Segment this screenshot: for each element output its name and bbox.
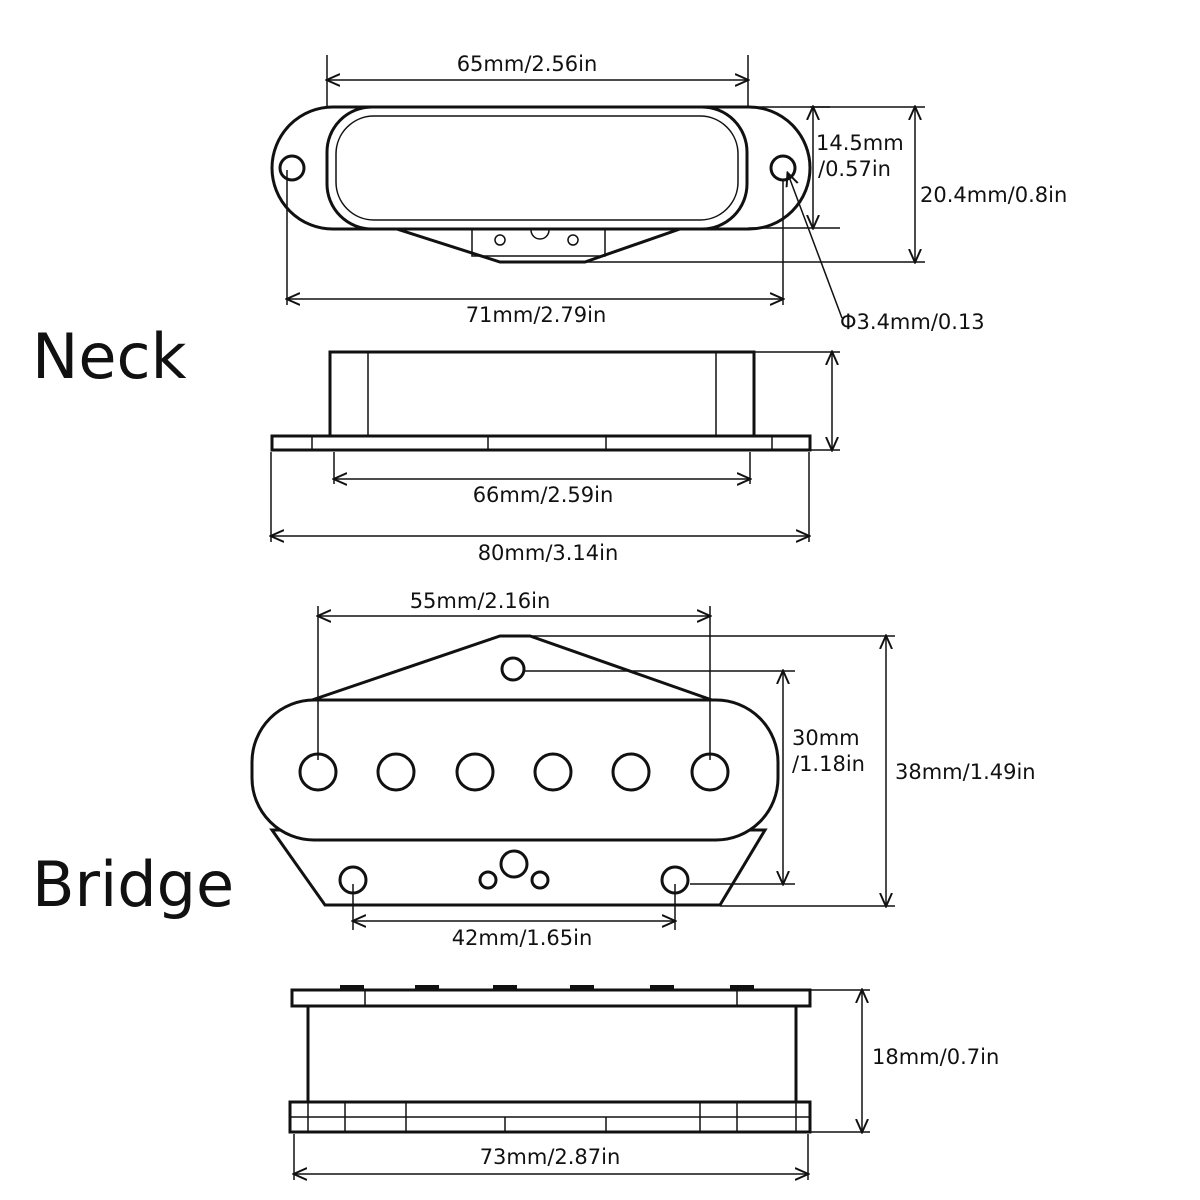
bridge-base-total-label: 73mm/2.87in (480, 1145, 621, 1169)
bridge-pole-3 (455, 752, 495, 792)
bridge-title: Bridge (32, 848, 234, 921)
neck-coil-width-label: 65mm/2.56in (457, 52, 598, 76)
bridge-side-pole-2 (415, 985, 439, 990)
neck-tab-hole-right (567, 234, 579, 246)
neck-mount-hole-right (769, 154, 797, 182)
bridge-height-total-label: 38mm/1.49in (895, 760, 1036, 784)
neck-mount-hole-left (278, 154, 306, 182)
neck-base-inner-label: 66mm/2.59in (473, 483, 614, 507)
bridge-top-view (250, 606, 895, 930)
neck-coil-height-label-a: 14.5mm (816, 131, 904, 155)
neck-hole-diameter-label: Φ3.4mm/0.13 (840, 310, 985, 334)
neck-side-view (271, 352, 840, 542)
neck-plate-height-label: 20.4mm/0.8in (920, 183, 1067, 207)
bridge-pole-span-label: 55mm/2.16in (410, 589, 551, 613)
bridge-side-top-cap (290, 988, 812, 1008)
neck-coil-cover (325, 105, 749, 231)
neck-top-view (270, 55, 925, 319)
bridge-center-hole (499, 849, 529, 879)
bridge-pole-4 (533, 752, 573, 792)
neck-coil-height-label-b: /0.57in (818, 157, 891, 181)
bridge-height-a-label-1: 30mm (792, 726, 860, 750)
bridge-side-coil (306, 1004, 798, 1104)
bridge-mount-span-label: 42mm/1.65in (452, 926, 593, 950)
neck-title: Neck (32, 320, 187, 393)
bridge-side-height-label: 18mm/0.7in (872, 1045, 999, 1069)
bridge-top-tab-hole (500, 656, 526, 682)
neck-side-cover (328, 350, 756, 440)
neck-hole-spacing-label: 71mm/2.79in (466, 303, 607, 327)
bridge-side-pole-1 (340, 985, 364, 990)
bridge-side-pole-3 (493, 985, 517, 990)
bridge-small-hole-left (478, 870, 498, 890)
bridge-small-hole-right (530, 870, 550, 890)
neck-tab-hole-left (494, 234, 506, 246)
bridge-side-pole-4 (570, 985, 594, 990)
neck-side-baseplate (270, 434, 812, 452)
bridge-pole-5 (611, 752, 651, 792)
bridge-side-view (288, 985, 870, 1180)
bridge-side-pole-5 (650, 985, 674, 990)
bridge-side-pole-6 (730, 985, 754, 990)
neck-coil-inner (335, 115, 739, 221)
neck-base-total-label: 80mm/3.14in (478, 541, 619, 565)
bridge-pole-2 (376, 752, 416, 792)
bridge-height-a-label-2: /1.18in (792, 752, 865, 776)
